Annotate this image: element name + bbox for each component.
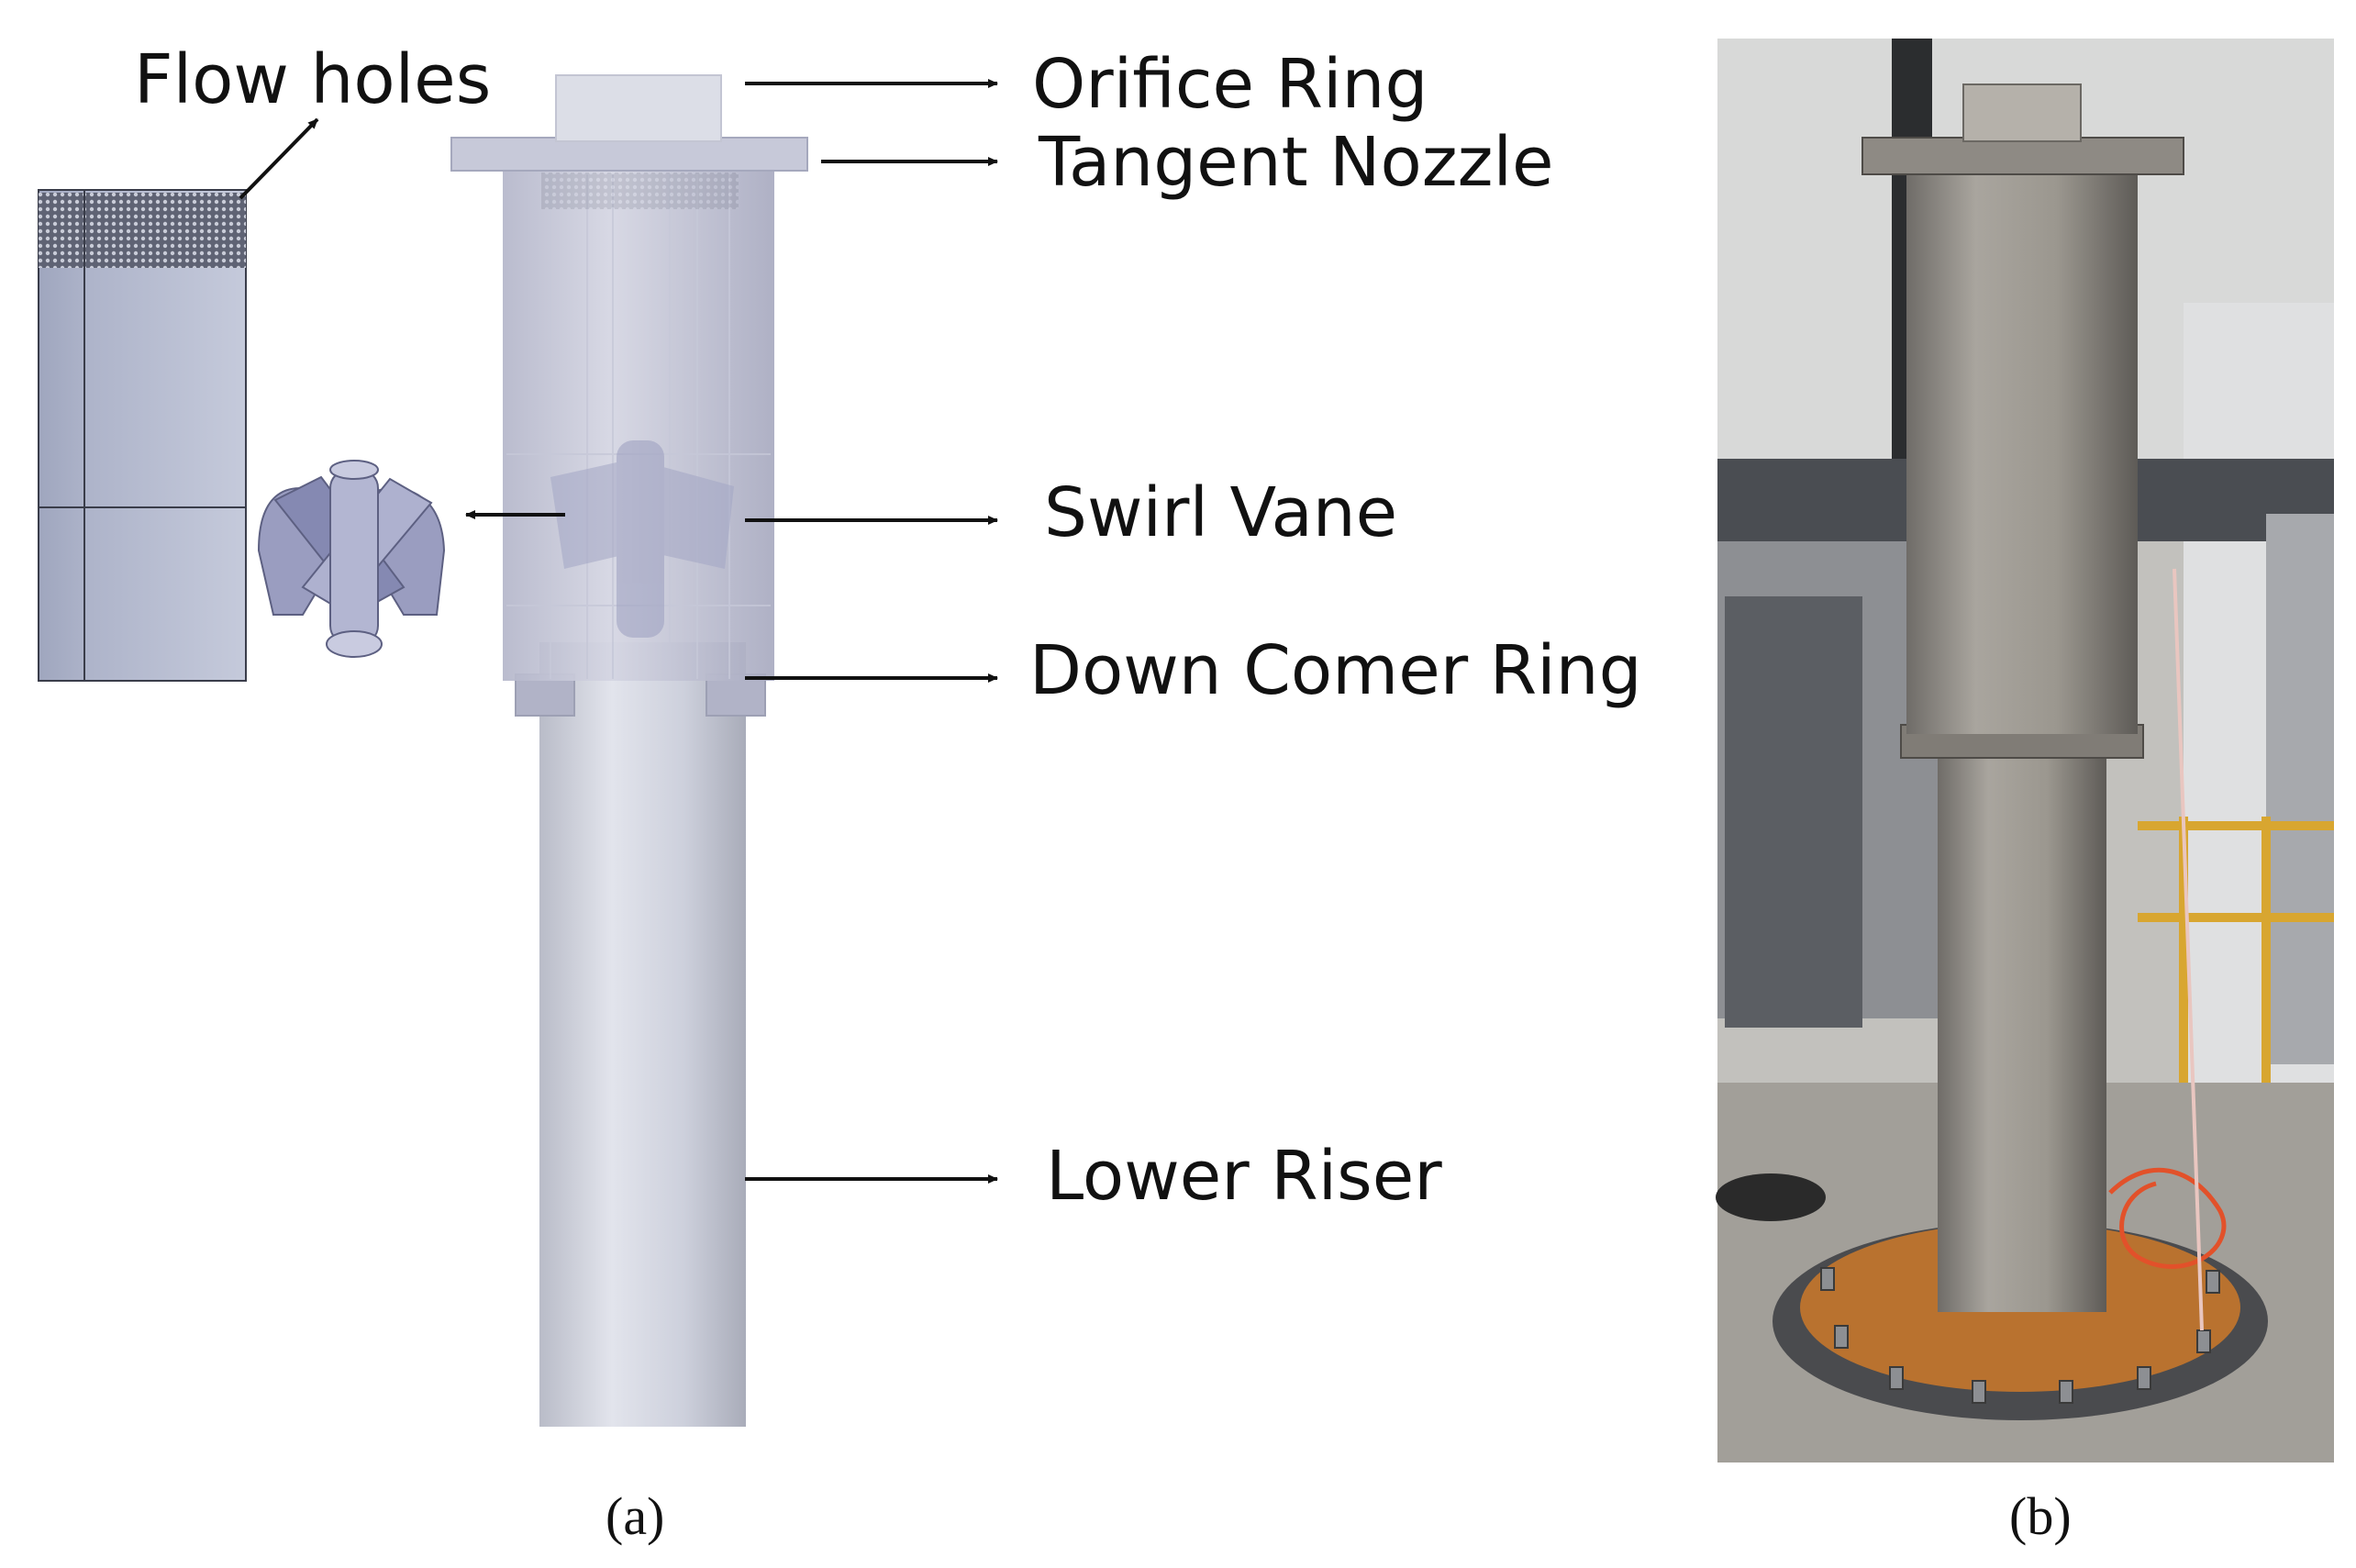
label-orifice-ring: Orifice Ring <box>1032 45 1428 124</box>
cad-drawing: Flow holes Orifice Ring Tangent Nozzle S… <box>38 40 1642 1546</box>
lower-riser-pipe <box>539 642 746 1427</box>
photo-wires <box>2108 1167 2227 1269</box>
orifice-ring <box>555 74 722 142</box>
down-comer-ring-right <box>706 673 766 717</box>
down-comer-ring-left <box>515 673 575 717</box>
caption-a: (a) <box>606 1486 664 1546</box>
photo-tangent-nozzle <box>1861 137 2184 175</box>
swirl-vane-part <box>257 460 446 658</box>
perforated-shell <box>38 189 247 682</box>
photograph: (b) <box>1716 39 2334 1546</box>
leader-arrows <box>239 79 998 1184</box>
label-down-comer-ring: Down Comer Ring <box>1029 631 1642 710</box>
label-swirl-vane: Swirl Vane <box>1044 473 1397 552</box>
photo-lower-riser <box>1938 743 2106 1312</box>
label-tangent-nozzle: Tangent Nozzle <box>1038 123 1554 202</box>
arrow-flow-holes <box>239 117 319 200</box>
housing-perforation-band <box>541 172 739 209</box>
internal-swirl-vane <box>550 440 734 638</box>
photo-housing <box>1906 147 2138 734</box>
flow-holes-band <box>39 193 246 268</box>
label-flow-holes: Flow holes <box>134 40 491 119</box>
label-lower-riser: Lower Riser <box>1046 1137 1442 1216</box>
caption-b: (b) <box>2009 1486 2072 1546</box>
tangent-nozzle-flange <box>450 137 808 172</box>
photo-orifice-ring <box>1962 83 2082 142</box>
